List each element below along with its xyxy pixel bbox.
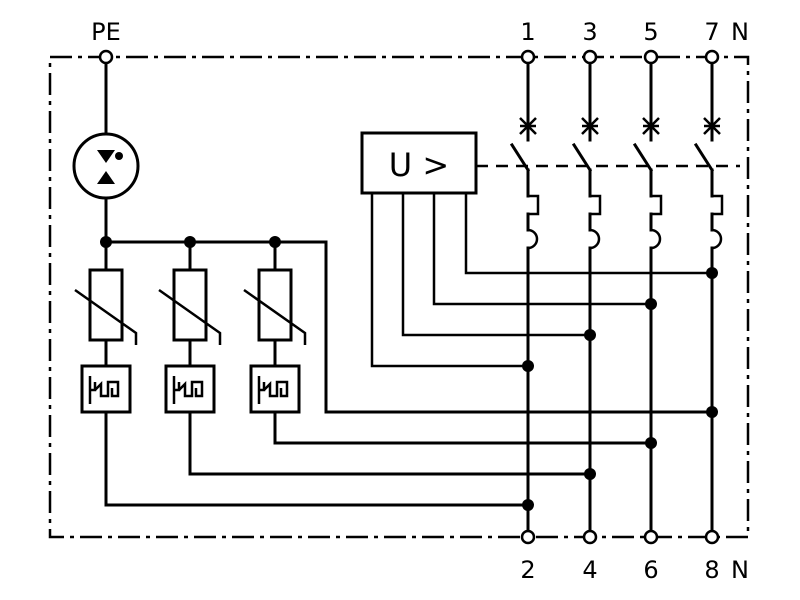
terminal-1-label: 1 <box>520 18 535 46</box>
varistor-column-2 <box>158 240 222 476</box>
phase-column-1 <box>509 62 540 532</box>
enclosure-border <box>48 55 750 539</box>
varistor-column-1 <box>74 240 138 507</box>
gas-discharge-tube-symbol <box>72 132 140 200</box>
terminal-6 <box>643 529 659 545</box>
varistor-column-3 <box>243 240 307 445</box>
terminal-3-label: 3 <box>582 18 597 46</box>
terminal-2 <box>520 529 536 545</box>
pe-label: PE <box>91 18 121 46</box>
terminal-5-label: 5 <box>643 18 658 46</box>
junction-dot <box>100 236 112 248</box>
terminal-3 <box>582 49 598 65</box>
terminal-8 <box>704 529 720 545</box>
junction-dot <box>584 468 596 480</box>
junction-dot <box>645 298 657 310</box>
phase-column-3 <box>632 62 663 532</box>
junction-dot <box>522 499 534 511</box>
junction-dot <box>522 360 534 372</box>
junction-dot <box>584 329 596 341</box>
junction-dot <box>269 236 281 248</box>
terminal-5 <box>643 49 659 65</box>
terminal-1 <box>520 49 536 65</box>
junction-dot <box>645 437 657 449</box>
undervoltage-monitor: U > <box>360 131 740 368</box>
terminal-2-label: 2 <box>520 556 535 584</box>
phase-column-2 <box>571 62 602 532</box>
terminal-7 <box>704 49 720 65</box>
terminal-7-label: 7 <box>704 18 719 46</box>
phase-column-4 <box>693 62 724 532</box>
neutral-top-label: N <box>731 18 749 46</box>
pe-branch <box>72 62 140 244</box>
terminal-6-label: 6 <box>643 556 658 584</box>
thermal-disconnector-box <box>249 364 301 414</box>
terminal-pe <box>98 49 114 65</box>
neutral-bottom-label: N <box>731 556 749 584</box>
monitor-label: U > <box>389 146 449 184</box>
junction-dot <box>706 406 718 418</box>
terminal-4 <box>582 529 598 545</box>
junction-dot <box>184 236 196 248</box>
monitor-box <box>360 131 478 195</box>
junction-dot <box>706 267 718 279</box>
terminal-4-label: 4 <box>582 556 597 584</box>
terminal-8-label: 8 <box>704 556 719 584</box>
